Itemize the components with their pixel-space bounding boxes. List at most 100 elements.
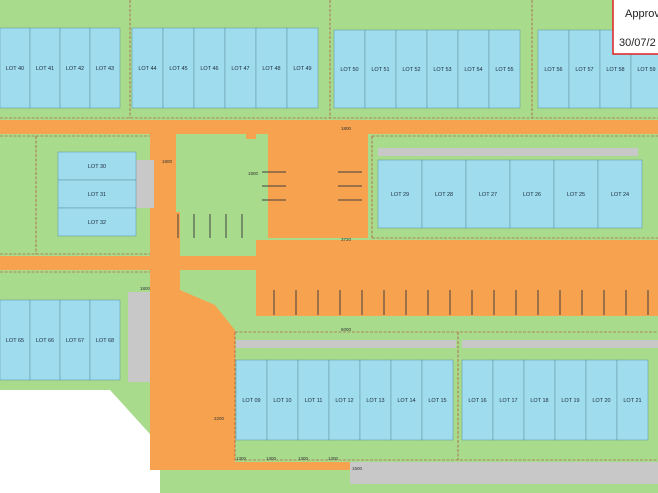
stamp-line-2: 30/07/2 bbox=[619, 37, 656, 49]
lot-block bbox=[554, 359, 587, 441]
paving-strip bbox=[350, 462, 658, 484]
lot-label: LOT 18 bbox=[530, 398, 548, 404]
dimension-label: 1300 bbox=[328, 456, 339, 461]
lot-label: LOT 15 bbox=[428, 398, 446, 404]
lot-label: LOT 49 bbox=[293, 66, 311, 72]
lot-label: LOT 19 bbox=[561, 398, 579, 404]
lot-label: LOT 65 bbox=[6, 338, 24, 344]
lot-block bbox=[364, 29, 397, 109]
dimension-labels: 1800 1800 3720 1800 5000 1800 1300 1300 … bbox=[140, 126, 363, 471]
paving bbox=[128, 148, 658, 484]
lot-block bbox=[131, 27, 164, 109]
parking-court-east bbox=[256, 240, 658, 322]
lot-block bbox=[57, 179, 137, 209]
lot-label: LOT 47 bbox=[231, 66, 249, 72]
lot-label: LOT 25 bbox=[567, 192, 585, 198]
parking-lines-north bbox=[177, 214, 243, 238]
lot-label: LOT 20 bbox=[592, 398, 610, 404]
lot-block bbox=[395, 29, 428, 109]
dimension-label: 5000 bbox=[341, 327, 352, 332]
lot-label: LOT 54 bbox=[464, 67, 482, 73]
lot-block bbox=[585, 359, 618, 441]
lot-block bbox=[0, 27, 31, 109]
lot-label: LOT 59 bbox=[637, 67, 655, 73]
lot-block bbox=[461, 359, 494, 441]
dimension-label: 1500 bbox=[352, 466, 363, 471]
lot-label: LOT 09 bbox=[242, 398, 260, 404]
lot-block bbox=[359, 359, 392, 441]
lot-label: LOT 55 bbox=[495, 67, 513, 73]
lot-block bbox=[0, 299, 31, 381]
dimension-label: 1800 bbox=[162, 159, 173, 164]
lot-block bbox=[616, 359, 649, 441]
lot-block bbox=[29, 27, 61, 109]
lot-block bbox=[523, 359, 556, 441]
stamp-box bbox=[612, 0, 658, 55]
lot-label: LOT 53 bbox=[433, 67, 451, 73]
parking-lines-central bbox=[262, 171, 362, 201]
paving-strip bbox=[462, 340, 658, 348]
lot-block bbox=[457, 29, 490, 109]
dimension-label: 1300 bbox=[298, 456, 309, 461]
paving-strip bbox=[136, 160, 154, 208]
dimension-label: 1300 bbox=[266, 456, 277, 461]
lot-block bbox=[509, 159, 555, 229]
lot-block bbox=[488, 29, 521, 109]
lot-label: LOT 40 bbox=[6, 66, 24, 72]
lot-label: LOT 12 bbox=[335, 398, 353, 404]
lot-label: LOT 44 bbox=[138, 66, 156, 72]
road-main-horizontal bbox=[0, 120, 658, 134]
dimension-label: 1800 bbox=[140, 286, 151, 291]
lot-label: LOT 21 bbox=[623, 398, 641, 404]
lot-block bbox=[553, 159, 599, 229]
lot-label: LOT 16 bbox=[468, 398, 486, 404]
lot-block bbox=[597, 159, 643, 229]
lot-block bbox=[377, 159, 423, 229]
lot-block bbox=[162, 27, 195, 109]
paving-strip bbox=[236, 340, 456, 348]
lot-block bbox=[568, 29, 601, 109]
lot-label: LOT 52 bbox=[402, 67, 420, 73]
road-curve bbox=[150, 290, 235, 464]
lot-label: LOT 31 bbox=[88, 192, 106, 198]
lot-block bbox=[255, 27, 288, 109]
paving-strip bbox=[378, 148, 638, 156]
lot-label: LOT 24 bbox=[611, 192, 629, 198]
lot-label: LOT 17 bbox=[499, 398, 517, 404]
lot-label: LOT 13 bbox=[366, 398, 384, 404]
lot-label: LOT 50 bbox=[340, 67, 358, 73]
stamp-line-1: Approv bbox=[625, 8, 658, 20]
lot-boundaries bbox=[0, 0, 658, 461]
grass-island-north bbox=[176, 134, 246, 212]
lot-block bbox=[421, 359, 454, 441]
lot-label: LOT 46 bbox=[200, 66, 218, 72]
lot-label: LOT 10 bbox=[273, 398, 291, 404]
lot-label: LOT 67 bbox=[66, 338, 84, 344]
lot-block bbox=[193, 27, 226, 109]
lot-label: LOT 43 bbox=[96, 66, 114, 72]
lot-block bbox=[333, 29, 366, 109]
lot-label: LOT 41 bbox=[36, 66, 54, 72]
lot-label: LOT 56 bbox=[544, 67, 562, 73]
lot-label: LOT 48 bbox=[262, 66, 280, 72]
lot-label: LOT 14 bbox=[397, 398, 415, 404]
lot-block bbox=[537, 29, 570, 109]
lot-label: LOT 45 bbox=[169, 66, 187, 72]
lot-block bbox=[390, 359, 423, 441]
lot-block bbox=[89, 27, 121, 109]
lot-label: LOT 11 bbox=[305, 398, 323, 404]
parking-lines-east bbox=[273, 290, 649, 315]
dimension-label: 3720 bbox=[341, 237, 352, 242]
lot-block bbox=[57, 207, 137, 237]
paving-strip bbox=[128, 292, 150, 382]
lot-block bbox=[286, 27, 319, 109]
grass-strip-parking bbox=[256, 316, 658, 330]
lot-block bbox=[492, 359, 525, 441]
lot-label: LOT 68 bbox=[96, 338, 114, 344]
lot-label: LOT 30 bbox=[88, 164, 106, 170]
dimension-label: 2200 bbox=[214, 416, 225, 421]
lot-label: LOT 28 bbox=[435, 192, 453, 198]
lot-label: LOT 51 bbox=[371, 67, 389, 73]
lot-block bbox=[29, 299, 61, 381]
